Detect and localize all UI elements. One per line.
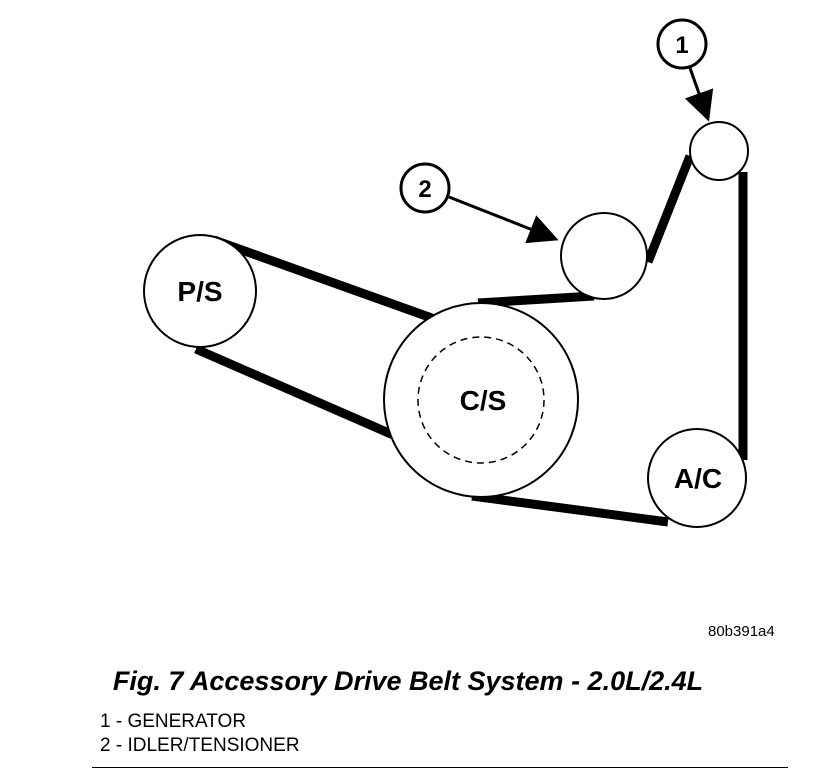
pulley-ps-label: P/S: [177, 276, 222, 307]
belt-segment-idler-generator: [643, 154, 695, 264]
pulley-ac-label: A/C: [674, 463, 722, 494]
callout-1-arrow: [684, 67, 714, 122]
pulley-generator: [689, 121, 749, 181]
legend-item-generator: 1 - GENERATOR: [100, 711, 247, 732]
belt-segment-cs-idler: [477, 291, 595, 308]
callout-1-number: 1: [675, 32, 688, 59]
callout-1: 1: [656, 18, 714, 122]
pulley-cs-hub: [417, 336, 545, 464]
pulley-cs: C/S: [383, 302, 579, 498]
pulley-ac: A/C: [647, 428, 747, 528]
figure-id: 80b391a4: [708, 623, 775, 640]
belt-diagram: P/S C/S A/C 1 2: [143, 18, 749, 528]
pulley-ps: P/S: [143, 234, 257, 348]
callout-2: 2: [399, 162, 559, 244]
bottom-rule: [92, 767, 788, 768]
figure-caption: Fig. 7 Accessory Drive Belt System - 2.0…: [112, 666, 704, 696]
legend: 1 - GENERATOR 2 - IDLER/TENSIONER: [100, 710, 300, 758]
legend-item-idler: 2 - IDLER/TENSIONER: [100, 735, 300, 756]
pulley-cs-label: C/S: [460, 385, 507, 416]
callout-2-number: 2: [418, 176, 431, 203]
pulley-idler: [560, 212, 648, 300]
belt-segment-cs-ac: [471, 491, 669, 527]
callout-2-arrow: [448, 195, 559, 244]
